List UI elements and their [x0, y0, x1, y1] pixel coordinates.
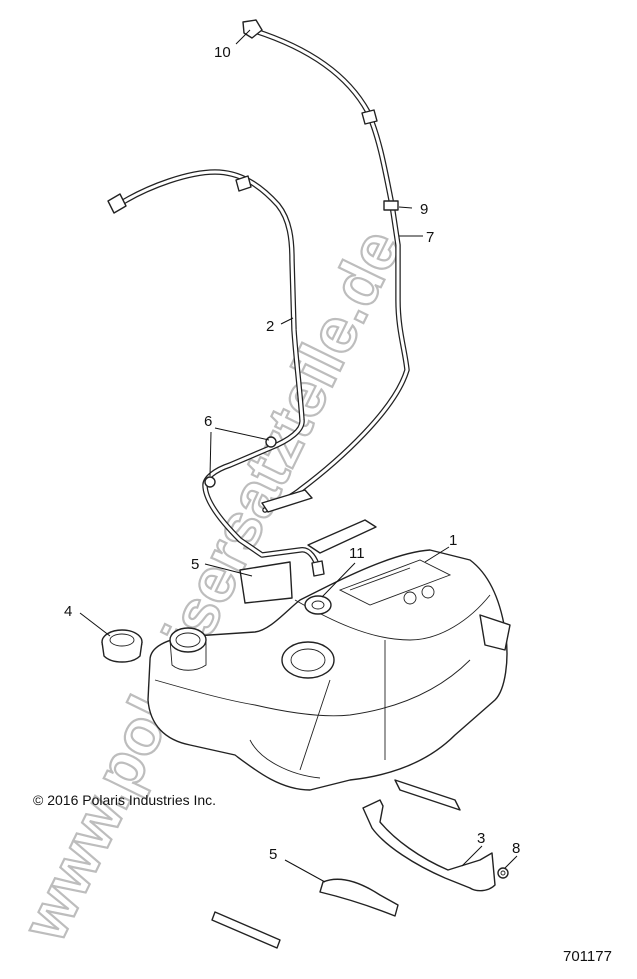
callout-1: 1: [449, 532, 457, 549]
filler-cap: [101, 629, 143, 663]
hose-clamp-6b: [204, 476, 216, 488]
diagram-number: 701177: [563, 948, 612, 965]
callout-7: 7: [426, 229, 434, 246]
tank-strap: [362, 799, 496, 892]
vent-hose-end: [261, 489, 313, 513]
hose-end-fitting: [242, 19, 263, 39]
leader-lines: [79, 29, 518, 883]
callout-9: 9: [420, 201, 428, 218]
callout-11: 11: [349, 545, 365, 562]
hose-end-fitting-left: [107, 193, 127, 214]
foam-strip: [211, 911, 281, 949]
strap-pad: [394, 779, 461, 811]
foam-pad-5-lower: [319, 878, 399, 917]
callout-10: 10: [214, 44, 231, 61]
callout-2: 2: [266, 318, 274, 335]
hose-joint: [361, 109, 378, 125]
foam-pad-5-upper: [239, 561, 293, 604]
fuel-tank: [147, 549, 511, 791]
callout-6: 6: [204, 413, 212, 430]
callout-4: 4: [64, 603, 72, 620]
bolt: [497, 867, 509, 879]
callout-3: 3: [477, 830, 485, 847]
foam-pad-top: [307, 519, 377, 554]
vent-hose-left: [107, 169, 325, 577]
callout-8: 8: [512, 840, 520, 857]
hose-clamp-9: [383, 200, 399, 211]
hose-clamp-6a: [265, 436, 277, 448]
hose-connector: [311, 560, 325, 577]
callout-5-upper: 5: [191, 556, 199, 573]
hose-tee: [235, 175, 252, 192]
callout-5-lower: 5: [269, 846, 277, 863]
vent-hose-right: [242, 19, 410, 513]
copyright-text: © 2016 Polaris Industries Inc.: [33, 792, 216, 808]
